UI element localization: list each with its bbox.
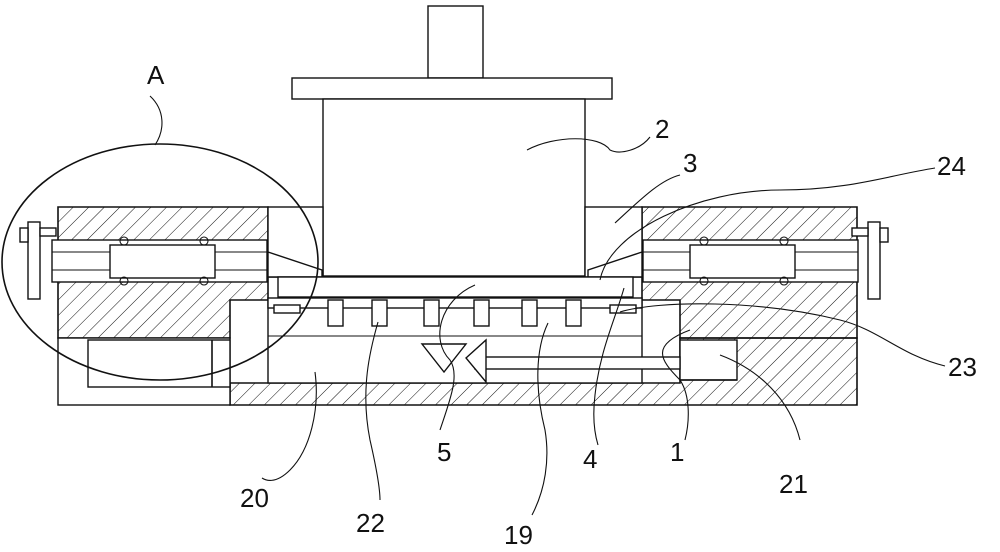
label-22: 22 [356, 508, 385, 538]
bevel-gear-right [465, 338, 487, 384]
main-housing-body [322, 98, 586, 277]
right-bearing-assembly [587, 221, 889, 300]
left-lower-box [87, 339, 231, 388]
bevel-gear-left [420, 343, 468, 374]
clamping-plate [267, 276, 643, 337]
left-bearing-assembly [19, 221, 323, 300]
top-flange [291, 77, 613, 100]
detail-circle-a [1, 143, 319, 381]
label-2: 2 [655, 114, 669, 144]
part-labels: A 2 3 24 23 21 1 4 19 5 22 20 [147, 60, 977, 550]
label-5: 5 [437, 437, 451, 467]
right-lower-box [679, 339, 738, 381]
left-handwheel[interactable] [27, 221, 41, 300]
label-4: 4 [583, 444, 597, 474]
label-1: 1 [670, 437, 684, 467]
motor-assembly [291, 5, 613, 277]
label-A: A [147, 60, 165, 90]
center-cavity [267, 299, 643, 384]
top-shaft [427, 5, 484, 79]
label-20: 20 [240, 483, 269, 513]
leader-lines [149, 95, 946, 516]
lead-screw [420, 338, 681, 384]
label-24: 24 [937, 151, 966, 181]
label-23: 23 [948, 352, 977, 382]
label-19: 19 [504, 520, 533, 550]
label-21: 21 [779, 469, 808, 499]
right-handwheel[interactable] [867, 221, 881, 300]
label-3: 3 [683, 148, 697, 178]
